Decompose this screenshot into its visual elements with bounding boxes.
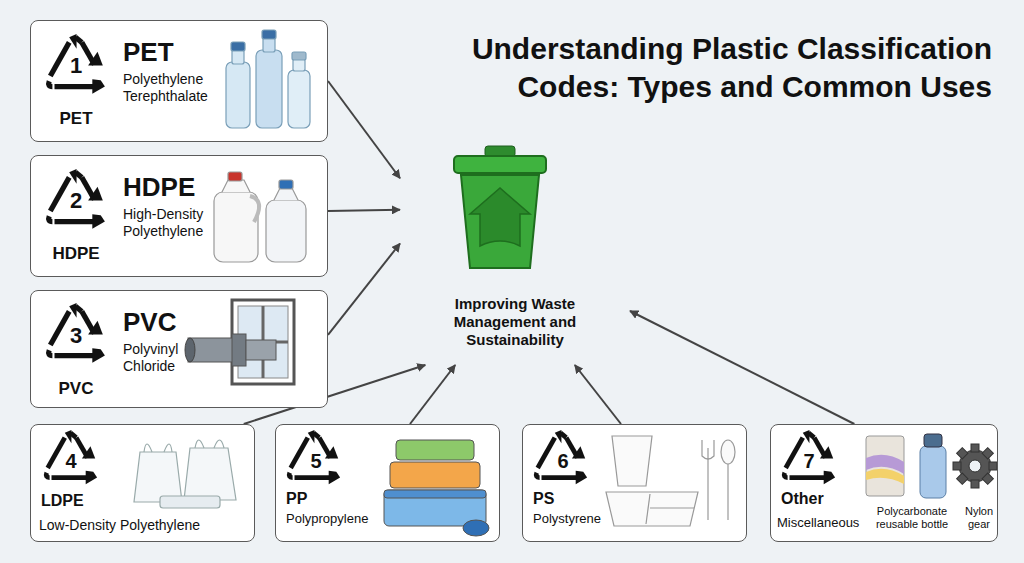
plastic-label: HDPE: [43, 244, 109, 264]
code-number: 2: [43, 188, 109, 214]
flow-arrow: [575, 365, 621, 424]
box-ground: [30, 20, 998, 542]
plastic-type-box: 7OtherMiscellaneousPolycarbonate reusabl…: [770, 424, 998, 542]
diagram-title: Understanding Plastic Classification Cod…: [400, 30, 992, 106]
pet-bottles: [226, 30, 310, 128]
plastic-label: Polycarbonate reusable bottle: [865, 505, 959, 531]
plastic-label: Polyvinyl Chloride: [123, 341, 187, 375]
plastic-label: Polypropylene: [286, 511, 386, 527]
code-number: 7: [779, 449, 839, 473]
plastic-label: PS: [533, 489, 613, 508]
code-number: 5: [286, 449, 346, 473]
goal-node: Improving Waste Management and Sustainab…: [400, 140, 630, 365]
hdpe-jugs: [214, 172, 306, 262]
plastic-label: Polyethylene Terephthalate: [123, 71, 243, 105]
code-number: 6: [533, 449, 593, 473]
plastic-type-box: 5PP Polypropylene: [275, 424, 500, 542]
plastic-label: Nylon gear: [961, 505, 997, 531]
plastic-label: Miscellaneous: [777, 515, 865, 531]
plastic-label: PVC: [43, 379, 109, 399]
flow-arrow: [328, 244, 400, 335]
pp-containers: [384, 440, 489, 536]
plastic-type-box: 4LDPE Low-Density Polyethylene: [30, 424, 255, 542]
plastic-label: High-Density Polyethylene: [123, 206, 211, 240]
recycle-bin: [454, 146, 546, 268]
goal-text: Improving Waste Management and Sustainab…: [420, 295, 610, 349]
pvc-pipe-window: [185, 300, 294, 384]
plastic-type-box: 1PETPETPolyethylene Terephthalate: [30, 20, 328, 142]
other-items: [866, 434, 997, 498]
code-number: 1: [43, 53, 109, 79]
ldpe-bags: [134, 440, 236, 508]
plastic-label: Polystyrene: [533, 511, 611, 527]
plastic-label: Other: [781, 489, 861, 508]
flow-arrow: [328, 81, 400, 178]
plastic-label: LDPE: [41, 491, 121, 510]
flow-arrow: [328, 210, 400, 211]
plastic-type-box: 3PVCPVCPolyvinyl Chloride: [30, 290, 328, 408]
code-number: 4: [41, 449, 101, 473]
plastic-label: Low-Density Polyethylene: [39, 517, 249, 534]
flow-arrow: [410, 365, 455, 424]
plastic-label: PVC: [123, 307, 323, 338]
plastic-label: HDPE: [123, 172, 323, 203]
flow-arrow: [630, 311, 854, 424]
code-number: 3: [43, 323, 109, 349]
plastic-label: PP: [286, 489, 366, 508]
plastic-label: PET: [123, 37, 323, 68]
plastic-type-box: 2HDPEHDPEHigh-Density Polyethylene: [30, 155, 328, 277]
plastic-label: PET: [43, 109, 109, 129]
plastic-type-box: 6PS Polystyrene: [522, 424, 747, 542]
ps-items: [606, 436, 735, 526]
